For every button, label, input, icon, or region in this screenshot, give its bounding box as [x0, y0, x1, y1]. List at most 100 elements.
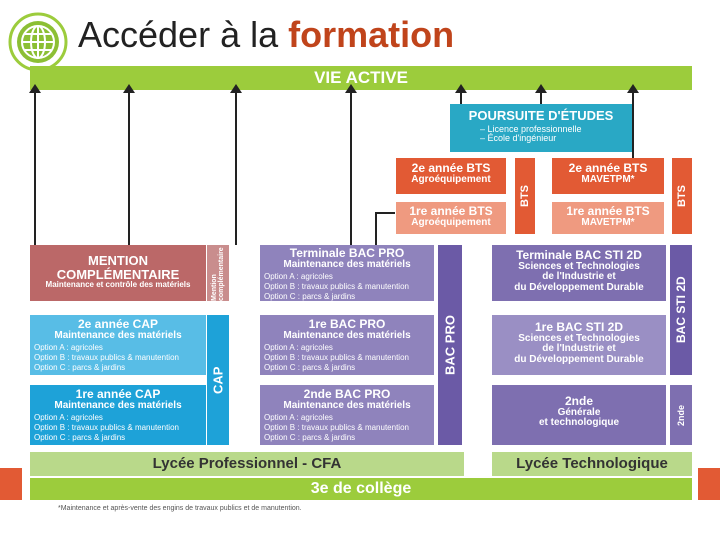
title-main: Accéder à la [78, 14, 279, 55]
sti2d-side-text: BAC STI 2D [674, 276, 688, 344]
sti2d-term-sub: de l'Industrie et [542, 271, 616, 283]
bts-agro-year1-sub: Agroéquipement [411, 216, 491, 228]
arrow-line [34, 90, 36, 245]
bacpro-option: Option C : parcs & jardins [264, 292, 356, 302]
cap-year1-sub: Maintenance des matériels [54, 399, 182, 411]
seconde-sub: et technologique [539, 417, 619, 429]
lycee-pro-band: Lycée Professionnel - CFA [30, 452, 464, 476]
bts-mavetpm-year1-sub: MAVETPM* [581, 216, 635, 228]
bacpro-side-label: BAC PRO [438, 245, 462, 445]
bts-mavetpm-year2: 2e année BTS MAVETPM* [552, 158, 664, 194]
arrow-head-icon [29, 84, 41, 93]
sti2d-term-title: Terminale BAC STI 2D [516, 248, 642, 262]
bacpro-first-sub: Maintenance des matériels [283, 329, 411, 341]
bacpro-second-sub: Maintenance des matériels [283, 399, 411, 411]
arrow-head-icon [123, 84, 135, 93]
sti2d-first-sub: du Développement Durable [514, 353, 644, 365]
poursuite-item: – École d'ingénieur [480, 133, 557, 144]
bacpro-option: Option C : parcs & jardins [264, 363, 356, 373]
sti2d-first-title: 1re BAC STI 2D [534, 320, 624, 334]
bacpro-option: Option B : travaux publics & manutention [264, 353, 409, 363]
bacpro-option: Option B : travaux publics & manutention [264, 423, 409, 433]
bacpro-option: Option A : agricoles [264, 343, 333, 353]
arrow-head-icon [455, 84, 467, 93]
mention-complementaire-box: MENTION COMPLÉMENTAIRE Maintenance et co… [30, 245, 206, 301]
cap-year1: 1re année CAP Maintenance des matériels … [30, 385, 206, 445]
footnote: *Maintenance et après-vente des engins d… [58, 505, 302, 512]
cap-option: Option B : travaux publics & manutention [34, 423, 179, 433]
globe-icon [8, 12, 68, 72]
bts-side-text: BTS [519, 185, 531, 207]
cap-year2-sub: Maintenance des matériels [54, 329, 182, 341]
arrow-head-icon [345, 84, 357, 93]
sti2d-term-sub: du Développement Durable [514, 281, 644, 293]
bts-agro-year2-title: 2e année BTS [411, 161, 491, 175]
mention-side-label: Mention complémentaire [207, 245, 229, 301]
bacpro-option: Option B : travaux publics & manutention [264, 282, 409, 292]
bacpro-term-title: Terminale BAC PRO [289, 246, 405, 260]
bts-side-text: BTS [676, 185, 688, 207]
bacpro-term-sub: Maintenance des matériels [283, 258, 411, 270]
poursuite-item: – Licence professionnelle [480, 123, 582, 134]
arrow-line [460, 90, 462, 108]
cap-option: Option C : parcs & jardins [34, 433, 126, 443]
seconde-title: 2nde [564, 394, 593, 408]
seconde-generale-box: 2nde Générale et technologique [492, 385, 666, 445]
sti2d-side-label: BAC STI 2D [670, 245, 692, 375]
sti2d-premiere: 1re BAC STI 2D Sciences et Technologies … [492, 315, 666, 375]
cap-option: Option A : agricoles [34, 343, 103, 353]
vie-active-band: VIE ACTIVE [30, 66, 692, 90]
vie-active-label: VIE ACTIVE [314, 68, 408, 87]
arrow-head-icon [230, 84, 242, 93]
sti2d-first-sub: de l'Industrie et [542, 343, 616, 355]
bacpro-second-title: 2nde BAC PRO [303, 387, 391, 401]
page-title: Accéder à la formation [78, 14, 454, 56]
lycee-tech-band: Lycée Technologique [492, 452, 692, 476]
seconde-side-label: 2nde [670, 385, 692, 445]
bts-mavetpm-year2-sub: MAVETPM* [581, 173, 635, 185]
poursuite-etudes-box: POURSUITE D'ÉTUDES – Licence professionn… [450, 104, 632, 152]
bacpro-option: Option A : agricoles [264, 413, 333, 423]
lycee-pro-label: Lycée Professionnel - CFA [152, 455, 342, 472]
bts-agro-side-label: BTS [515, 158, 535, 234]
bacpro-option: Option A : agricoles [264, 272, 333, 282]
mention-side-text: Mention complémentaire [211, 247, 225, 301]
bts-mavetpm-year1-title: 1re année BTS [566, 204, 650, 218]
seconde-sub: Générale [557, 406, 601, 418]
bts-mavetpm-side-label: BTS [672, 158, 692, 234]
arrow-line [375, 212, 377, 245]
sti2d-term-sub: Sciences et Technologies [518, 260, 640, 272]
cap-option: Option B : travaux publics & manutention [34, 353, 179, 363]
bts-agro-year1-title: 1re année BTS [409, 204, 493, 218]
cap-year1-title: 1re année CAP [75, 387, 161, 401]
cap-option: Option C : parcs & jardins [34, 363, 126, 373]
poursuite-title: POURSUITE D'ÉTUDES [468, 108, 614, 123]
mention-sub: Maintenance et contrôle des matériels [45, 280, 191, 290]
lycee-tech-label: Lycée Technologique [516, 455, 668, 472]
title-accent: formation [288, 14, 455, 55]
arrow-line [375, 212, 395, 214]
college-label: 3e de collège [310, 480, 412, 497]
bts-mavetpm-year2-title: 2e année BTS [568, 161, 648, 175]
bts-agro-year1: 1re année BTS Agroéquipement [396, 202, 506, 234]
arrow-line [540, 90, 542, 108]
bacpro-seconde: 2nde BAC PRO Maintenance des matériels O… [260, 385, 434, 445]
cap-option: Option A : agricoles [34, 413, 103, 423]
left-accent-bar [0, 468, 22, 500]
cap-year2: 2e année CAP Maintenance des matériels O… [30, 315, 206, 375]
bacpro-option: Option C : parcs & jardins [264, 433, 356, 443]
bts-mavetpm-year1: 1re année BTS MAVETPM* [552, 202, 664, 234]
cap-side-text: CAP [210, 366, 226, 394]
arrow-head-icon [627, 84, 639, 93]
right-accent-bar [698, 468, 720, 500]
bacpro-first-title: 1re BAC PRO [308, 317, 386, 331]
cap-side-label: CAP [207, 315, 229, 445]
arrow-head-icon [535, 84, 547, 93]
college-band: 3e de collège [30, 478, 692, 500]
bacpro-terminale: Terminale BAC PRO Maintenance des matéri… [260, 245, 434, 301]
seconde-side-text: 2nde [676, 404, 686, 426]
arrow-line [632, 90, 634, 158]
bacpro-premiere: 1re BAC PRO Maintenance des matériels Op… [260, 315, 434, 375]
bts-agro-year2-sub: Agroéquipement [411, 173, 491, 185]
sti2d-terminale: Terminale BAC STI 2D Sciences et Technol… [492, 245, 666, 301]
